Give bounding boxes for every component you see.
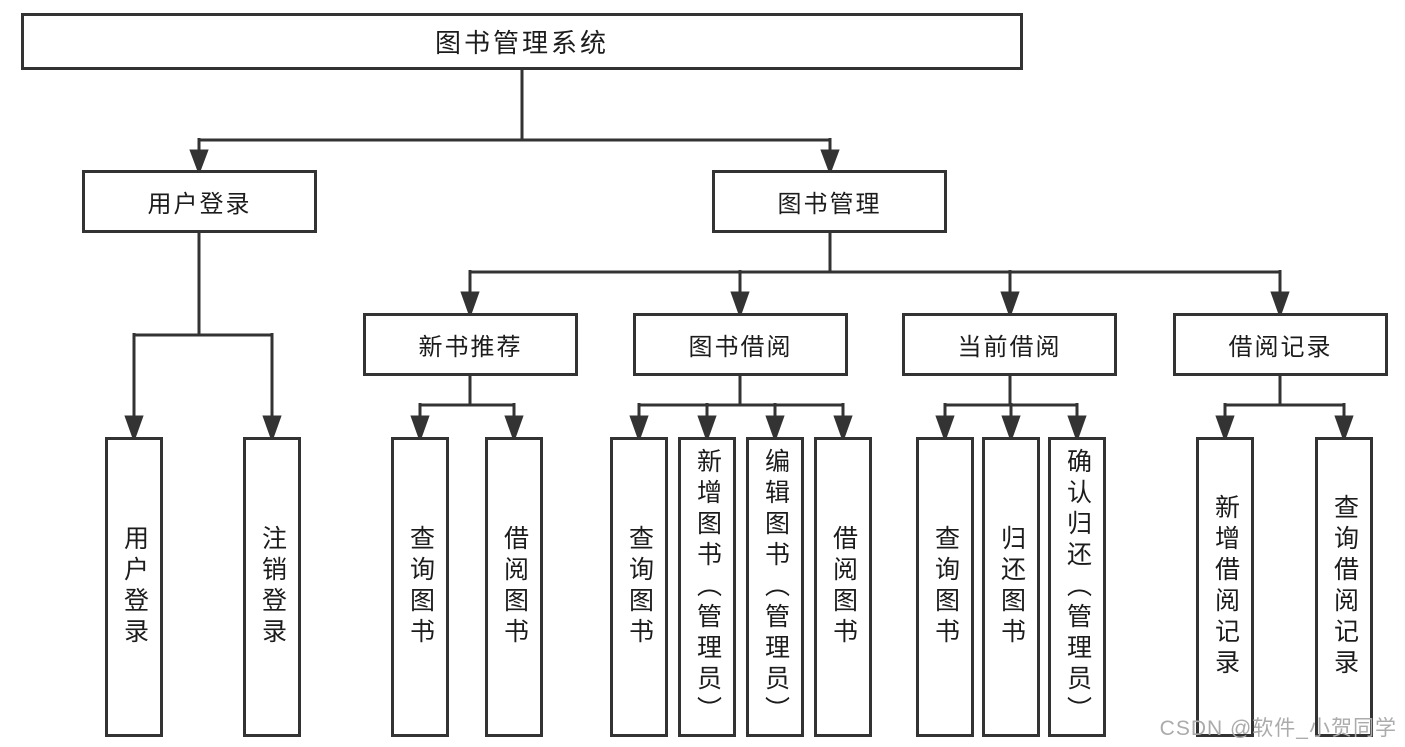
leaf-bb-query-books-label: 查询图书 (625, 525, 654, 649)
leaf-nbr-borrow-books: 借阅图书 (485, 437, 543, 737)
leaf-cb-return-books: 归还图书 (982, 437, 1040, 737)
node-borrowing-records: 借阅记录 (1173, 313, 1388, 376)
leaf-logout-label: 注销登录 (258, 525, 287, 649)
leaf-cb-confirm-return-admin: 确认归还（管理员） (1048, 437, 1106, 737)
leaf-user-login-label: 用户登录 (120, 525, 149, 649)
leaf-cb-return-books-label: 归还图书 (997, 525, 1026, 649)
leaf-nbr-query-books-label: 查询图书 (406, 525, 435, 649)
csdn-watermark: CSDN @软件_小贺同学 (1159, 717, 1397, 740)
leaf-nbr-query-books: 查询图书 (391, 437, 449, 737)
leaf-user-login: 用户登录 (105, 437, 163, 737)
node-user-login: 用户登录 (82, 170, 317, 233)
leaf-bb-add-books-admin-label: 新增图书（管理员） (693, 447, 722, 727)
leaf-bb-add-books-admin: 新增图书（管理员） (678, 437, 736, 737)
leaf-nbr-borrow-books-label: 借阅图书 (500, 525, 529, 649)
node-new-book-recommendation: 新书推荐 (363, 313, 578, 376)
leaf-br-query-record-label: 查询借阅记录 (1330, 494, 1359, 680)
node-root-library-system: 图书管理系统 (21, 13, 1023, 70)
leaf-br-add-record-label: 新增借阅记录 (1211, 494, 1240, 680)
leaf-bb-edit-books-admin-label: 编辑图书（管理员） (761, 447, 790, 727)
leaf-cb-confirm-return-admin-label: 确认归还（管理员） (1063, 447, 1092, 727)
leaf-cb-query-books: 查询图书 (916, 437, 974, 737)
node-current-borrowing: 当前借阅 (902, 313, 1117, 376)
leaf-br-query-record: 查询借阅记录 (1315, 437, 1373, 737)
leaf-bb-edit-books-admin: 编辑图书（管理员） (746, 437, 804, 737)
leaf-bb-borrow-books-label: 借阅图书 (829, 525, 858, 649)
node-book-borrowing: 图书借阅 (633, 313, 848, 376)
node-book-management: 图书管理 (712, 170, 947, 233)
leaf-bb-borrow-books: 借阅图书 (814, 437, 872, 737)
leaf-logout: 注销登录 (243, 437, 301, 737)
leaf-bb-query-books: 查询图书 (610, 437, 668, 737)
leaf-cb-query-books-label: 查询图书 (931, 525, 960, 649)
leaf-br-add-record: 新增借阅记录 (1196, 437, 1254, 737)
